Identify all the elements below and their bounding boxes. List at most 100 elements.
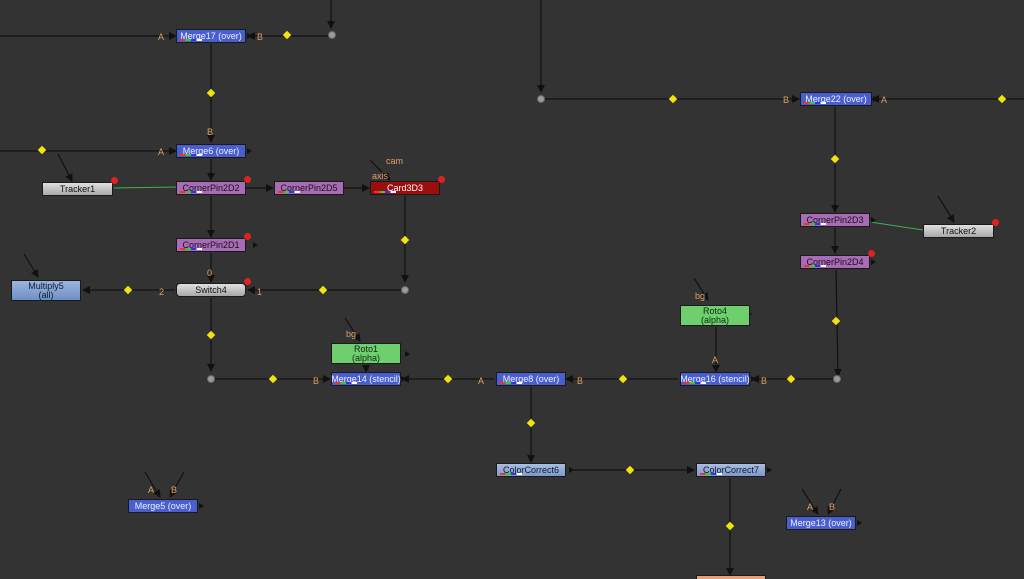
node-sublabel: (all)	[38, 289, 54, 300]
node-label: Tracker2	[940, 225, 977, 236]
node-label: Merge17 (over)	[180, 30, 242, 41]
node-label: ColorCorrect7	[702, 464, 760, 475]
output-arrow	[871, 259, 876, 265]
input-label-b: B	[783, 95, 790, 105]
output-arrow	[873, 96, 878, 102]
node-label: Merge22 (over)	[805, 93, 867, 104]
node-colorcorrect7[interactable]: ColorCorrect7	[696, 463, 766, 477]
edge	[169, 471, 185, 498]
node-label: CornerPin2D3	[806, 214, 864, 225]
node-sublabel: (alpha)	[351, 352, 380, 363]
node-label: Merge13 (over)	[790, 517, 852, 528]
node-label: Merge6 (over)	[182, 145, 240, 156]
node-tracker1[interactable]: Tracker1	[42, 177, 118, 196]
join-dot[interactable]	[328, 31, 336, 39]
join-dot[interactable]	[207, 375, 215, 383]
node-merge17[interactable]: Merge17 (over)	[176, 29, 246, 43]
node-roto4[interactable]: Roto4 (alpha)	[680, 305, 750, 326]
output-arrow	[857, 520, 862, 526]
output-arrow	[247, 148, 252, 154]
input-label-b: B	[577, 376, 584, 386]
join-dot[interactable]	[401, 286, 409, 294]
node-card3d3[interactable]: Card3D3	[370, 176, 445, 195]
output-arrow	[871, 217, 876, 223]
input-label-b: B	[171, 485, 178, 495]
node-colorcorrect6[interactable]: ColorCorrect6	[496, 463, 566, 477]
node-cornerpin2d3[interactable]: CornerPin2D3	[800, 213, 870, 227]
output-arrow	[569, 467, 574, 473]
node-tracker2[interactable]: Tracker2	[923, 219, 999, 238]
output-arrow	[253, 242, 258, 248]
edge	[344, 317, 361, 342]
node-roto1[interactable]: Roto1 (alpha)	[331, 343, 401, 364]
node-switch4[interactable]: Switch4	[176, 278, 251, 297]
node-label: Merge8 (over)	[502, 373, 560, 384]
node-label: CornerPin2D1	[182, 239, 240, 250]
input-label-b: B	[257, 32, 264, 42]
node-label: CornerPin2D2	[182, 182, 240, 193]
tracker1-link	[113, 186, 178, 189]
node-label: Roto4	[702, 305, 728, 316]
edge	[23, 253, 39, 278]
input-label-0: 0	[207, 268, 213, 278]
node-label: Merge16 (stencil)	[680, 373, 750, 384]
edge	[57, 153, 73, 182]
output-arrow	[247, 33, 252, 39]
node-label: CornerPin2D4	[806, 256, 864, 267]
node-merge6[interactable]: Merge6 (over)	[176, 144, 246, 158]
node-cornerpin2d2[interactable]: CornerPin2D2	[176, 176, 251, 195]
node-label: Tracker1	[59, 183, 96, 194]
input-label-b: B	[829, 502, 836, 512]
input-label-a: A	[158, 147, 165, 157]
output-arrow	[767, 467, 772, 473]
node-label: CornerPin2D5	[280, 182, 338, 193]
node-label: Merge14 (stencil)	[331, 373, 401, 384]
output-arrow	[405, 351, 410, 357]
node-merge16[interactable]: Merge16 (stencil)	[680, 372, 750, 386]
input-label-b: B	[761, 376, 768, 386]
node-multiply5[interactable]: Multiply5 (all)	[11, 280, 81, 301]
input-label-a: A	[158, 32, 165, 42]
tracker2-link	[869, 221, 924, 231]
edge	[144, 471, 161, 498]
node-label: Roto1	[353, 343, 379, 354]
node-label: Multiply5	[28, 280, 64, 291]
input-label-a: A	[478, 376, 485, 386]
input-label-cam: cam	[386, 156, 404, 166]
join-dot[interactable]	[537, 95, 545, 103]
node-sublabel: (alpha)	[700, 314, 729, 325]
node-cornerpin2d1[interactable]: CornerPin2D1	[176, 233, 251, 252]
edge	[801, 488, 819, 515]
node-merge5[interactable]: Merge5 (over)	[128, 499, 198, 513]
node-cornerpin2d4[interactable]: CornerPin2D4	[800, 250, 875, 269]
input-label-a: A	[712, 355, 719, 365]
node-partial-bottom[interactable]	[696, 575, 766, 579]
output-arrow	[751, 376, 756, 382]
input-label-a: A	[881, 95, 888, 105]
node-label: Card3D3	[386, 182, 424, 193]
join-dot[interactable]	[833, 375, 841, 383]
node-label: ColorCorrect6	[502, 464, 560, 475]
output-arrow	[401, 376, 406, 382]
edge	[937, 195, 955, 223]
node-cornerpin2d5[interactable]: CornerPin2D5	[274, 181, 344, 195]
edge	[827, 488, 842, 515]
input-label-a: A	[807, 502, 814, 512]
input-label-a: A	[148, 485, 155, 495]
input-label-bg: bg	[346, 329, 357, 339]
node-label: Merge5 (over)	[134, 500, 192, 511]
edge	[693, 277, 709, 301]
node-merge8[interactable]: Merge8 (over)	[496, 372, 566, 386]
input-label-2: 2	[159, 287, 165, 297]
node-merge14[interactable]: Merge14 (stencil)	[331, 372, 401, 386]
input-label-1: 1	[257, 287, 263, 297]
input-label-bg: bg	[695, 291, 706, 301]
node-label: Switch4	[195, 284, 227, 295]
input-label-b: B	[207, 127, 214, 137]
input-label-b: B	[313, 376, 320, 386]
output-arrow	[199, 503, 204, 509]
edge	[369, 159, 391, 181]
input-label-axis: axis	[372, 171, 389, 181]
node-merge22[interactable]: Merge22 (over)	[800, 92, 872, 106]
node-merge13[interactable]: Merge13 (over)	[786, 516, 856, 530]
